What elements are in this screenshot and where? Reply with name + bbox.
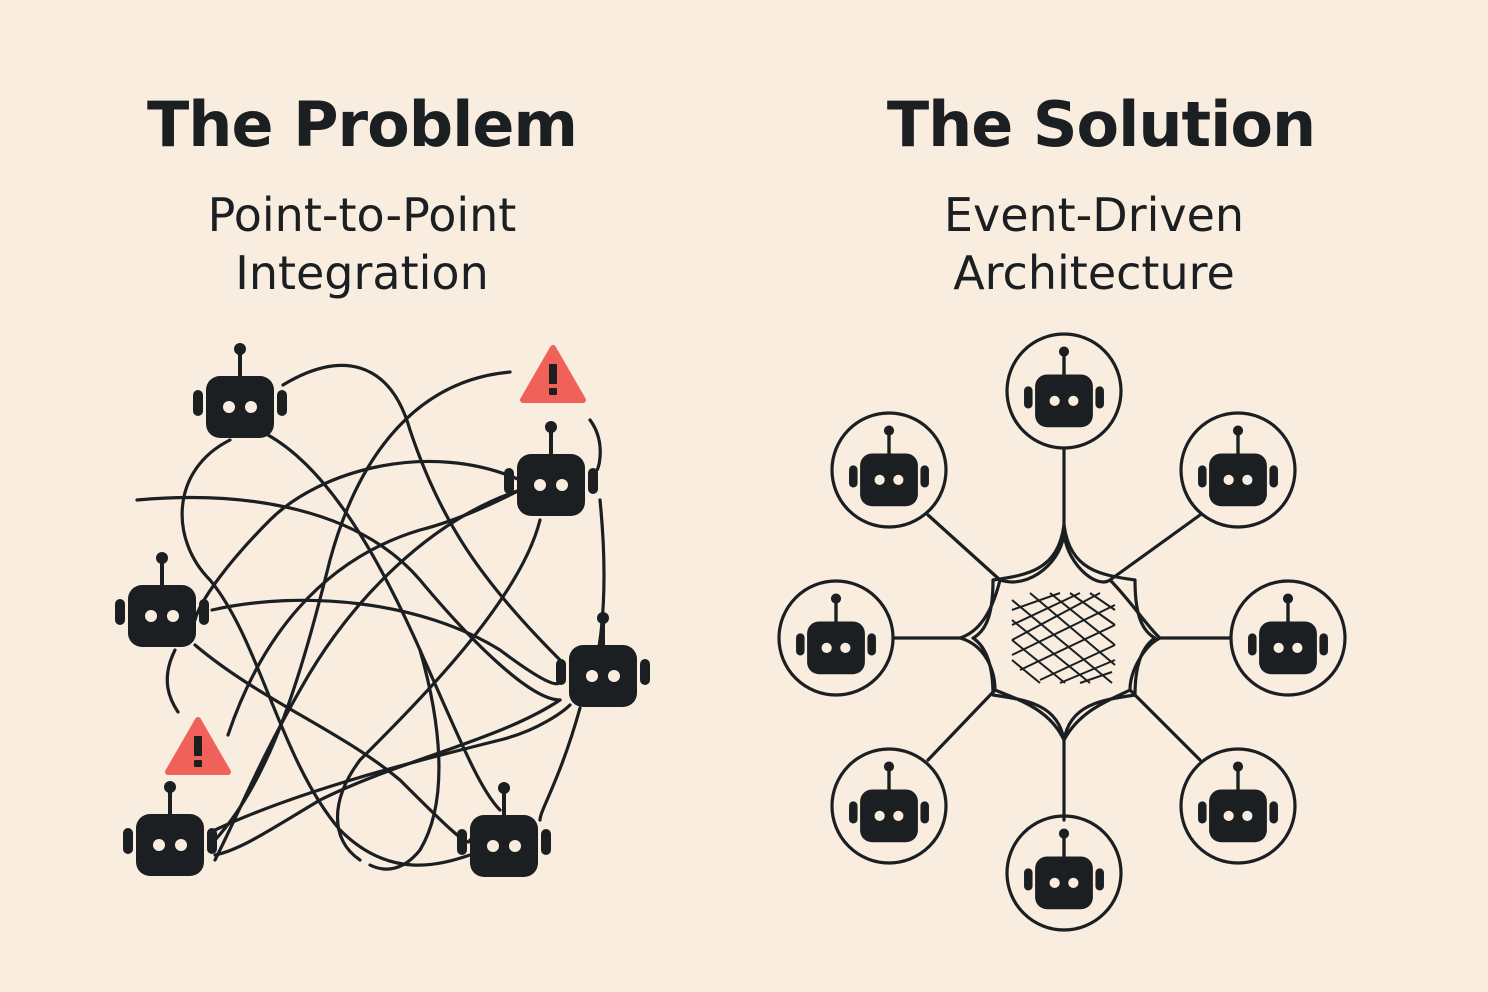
hub-outline: [891, 448, 1232, 822]
agent-node-circle: [1179, 747, 1297, 865]
connection-line: [368, 648, 441, 871]
connection-line: [588, 418, 602, 472]
agent-node-circle: [1005, 814, 1123, 932]
robot-icon: [847, 423, 931, 508]
connection-line: [213, 698, 562, 857]
robot-icon: [1196, 423, 1280, 508]
robot-icon: [1022, 344, 1106, 429]
connection-line: [213, 703, 572, 832]
mesh-hub-icon: [1011, 592, 1116, 684]
agent-node-circle: [1179, 411, 1297, 529]
robot-icon: [121, 779, 219, 878]
robot-icon: [1022, 826, 1106, 911]
connection-line: [213, 488, 522, 862]
agent-node-circle: [830, 411, 948, 529]
agent-node-circle: [1229, 579, 1347, 697]
connection-line: [213, 370, 512, 842]
problem-subtitle-line1: Point-to-Point: [207, 188, 517, 242]
problem-subtitle: Point-to-Point Integration: [0, 186, 734, 302]
robot-icon: [191, 341, 289, 440]
agent-node-circle: [830, 747, 948, 865]
agent-node-circle: [777, 579, 895, 697]
problem-subtitle-line2: Integration: [235, 246, 489, 300]
problem-title: The Problem: [147, 88, 578, 161]
problem-robots: [113, 341, 652, 879]
event-hub: [891, 448, 1232, 822]
robot-icon: [113, 550, 211, 649]
solution-panel: The Solution Event-Driven Architecture: [744, 0, 1488, 992]
connection-line: [335, 518, 542, 862]
warning-triangle-icon: [168, 720, 228, 772]
warning-triangle-icon: [523, 348, 583, 400]
robot-icon: [502, 419, 600, 518]
connection-line: [226, 488, 522, 737]
solution-subtitle: Event-Driven Architecture: [722, 186, 1466, 302]
hub-boundary: [971, 523, 1157, 742]
connection-line: [165, 648, 180, 714]
robot-icon: [1246, 591, 1330, 676]
agent-node-circle: [1005, 332, 1123, 450]
robot-icon: [554, 610, 652, 709]
robot-icon: [455, 780, 553, 879]
solution-title: The Solution: [886, 88, 1316, 161]
solution-agents: [777, 332, 1347, 932]
solution-subtitle-line2: Architecture: [953, 246, 1235, 300]
robot-icon: [1196, 759, 1280, 844]
robot-icon: [794, 591, 878, 676]
connection-line: [281, 363, 562, 662]
connection-line: [266, 433, 502, 812]
connection-line: [538, 706, 582, 822]
connection-line: [180, 438, 472, 867]
robot-icon: [847, 759, 931, 844]
connection-line: [135, 495, 562, 702]
problem-panel: The Problem Point-to-Point Integration: [0, 88, 734, 302]
solution-subtitle-line1: Event-Driven: [943, 188, 1245, 242]
solution-robots: [794, 344, 1330, 911]
connection-line: [210, 598, 562, 686]
